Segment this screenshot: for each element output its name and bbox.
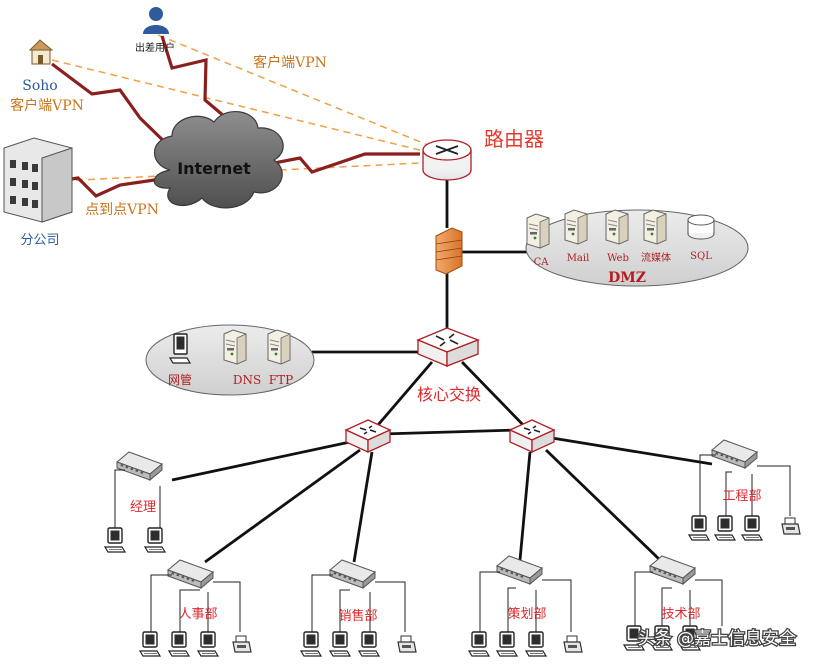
pc-icon bbox=[329, 631, 351, 657]
user-icon bbox=[143, 7, 169, 34]
internet-label: Internet bbox=[177, 159, 251, 178]
l3-switch-icon bbox=[509, 419, 555, 453]
backbone-links bbox=[171, 178, 713, 564]
dmz-mail-label: Mail bbox=[567, 253, 590, 264]
nms-label: 网管 bbox=[168, 372, 192, 387]
hr-group: 人事部 bbox=[139, 559, 252, 657]
core-switch-label: 核心交换 bbox=[417, 385, 481, 404]
pc-icon bbox=[688, 515, 710, 541]
client-vpn-left-label: 客户端VPN bbox=[10, 97, 84, 114]
printer-icon bbox=[563, 635, 583, 653]
pc-icon bbox=[197, 631, 219, 657]
sales-label: 销售部 bbox=[338, 608, 377, 624]
core-switch-node: 核心交换 bbox=[416, 327, 481, 404]
printer-icon bbox=[397, 635, 417, 653]
router-node: 路由器 bbox=[422, 127, 544, 181]
l3-switch-icon bbox=[345, 419, 391, 453]
server-icon bbox=[605, 209, 629, 245]
dmz-title: DMZ bbox=[608, 270, 646, 286]
manager-group: 经理 bbox=[104, 451, 166, 553]
hr-label: 人事部 bbox=[178, 607, 217, 622]
dmz-sql-label: SQL bbox=[690, 251, 712, 262]
building-icon bbox=[3, 137, 73, 223]
travel-user-label: 出差用户 bbox=[135, 41, 175, 54]
distribution-switch-left bbox=[345, 419, 391, 453]
access-switch-icon bbox=[496, 555, 543, 585]
access-switch-icon bbox=[329, 559, 376, 589]
server-icon bbox=[564, 209, 588, 245]
house-icon bbox=[28, 39, 54, 65]
dmz-ca-label: CA bbox=[534, 257, 550, 268]
printer-icon bbox=[781, 517, 801, 535]
wan-lightning-links bbox=[45, 35, 420, 198]
tech-label: 技术部 bbox=[661, 607, 700, 622]
dmz-mail-server: Mail bbox=[564, 209, 590, 264]
branch-office-node: 分公司 bbox=[3, 137, 73, 248]
engineering-group: 工程部 bbox=[688, 439, 801, 541]
core-switch-icon bbox=[416, 327, 480, 367]
pc-icon bbox=[714, 515, 736, 541]
soho-node: Soho 客户端VPN bbox=[10, 39, 84, 114]
server-mgmt-zone: 网管 DNS FTP bbox=[145, 324, 315, 396]
dmz-web-server: Web bbox=[605, 209, 629, 264]
pc-icon bbox=[358, 631, 380, 657]
distribution-switch-right bbox=[509, 419, 555, 453]
ftp-server: FTP bbox=[267, 329, 293, 387]
dns-label: DNS bbox=[233, 373, 261, 387]
pc-icon bbox=[168, 631, 190, 657]
pc-icon bbox=[300, 631, 322, 657]
dmz-zone: CA Mail Web 流媒体 SQL DMZ bbox=[525, 209, 749, 287]
dns-server: DNS bbox=[223, 329, 261, 387]
manager-label: 经理 bbox=[130, 500, 156, 515]
access-switch-icon bbox=[649, 555, 696, 585]
pc-icon bbox=[168, 333, 192, 364]
engineering-label: 工程部 bbox=[722, 489, 761, 504]
dmz-streaming-label: 流媒体 bbox=[641, 251, 671, 264]
travel-user-node: 出差用户 bbox=[135, 7, 175, 54]
sales-group: 销售部 bbox=[300, 559, 417, 657]
planning-label: 策划部 bbox=[507, 606, 546, 622]
server-icon bbox=[526, 213, 550, 249]
client-vpn-top-label: 客户端VPN bbox=[253, 54, 327, 71]
firewall-icon bbox=[435, 227, 463, 275]
pc-icon bbox=[741, 515, 763, 541]
watermark-text: 头条 @嘉士信息安全 bbox=[638, 629, 796, 649]
access-switch-icon bbox=[116, 451, 163, 481]
server-icon bbox=[223, 329, 247, 365]
internet-cloud: Internet bbox=[153, 110, 284, 209]
access-switch-icon bbox=[711, 439, 758, 469]
planning-group: 策划部 bbox=[468, 555, 583, 657]
pc-icon bbox=[139, 631, 161, 657]
vpn-dashed-links bbox=[39, 34, 441, 183]
dmz-ca-server: CA bbox=[526, 213, 550, 268]
database-icon bbox=[687, 214, 715, 240]
router-icon bbox=[422, 139, 472, 181]
watermark: 头条 @嘉士信息安全 bbox=[636, 628, 797, 651]
pc-icon bbox=[468, 631, 490, 657]
branch-label: 分公司 bbox=[20, 233, 59, 248]
printer-icon bbox=[232, 635, 252, 653]
access-switch-icon bbox=[167, 559, 214, 589]
server-icon bbox=[643, 209, 667, 245]
tech-group: 技术部 bbox=[623, 555, 723, 651]
nms-workstation: 网管 bbox=[168, 333, 192, 387]
dmz-sql-server: SQL bbox=[687, 214, 715, 262]
server-icon bbox=[267, 329, 291, 365]
pc-icon bbox=[525, 631, 547, 657]
pc-icon bbox=[104, 527, 126, 553]
pc-icon bbox=[496, 631, 518, 657]
dmz-web-label: Web bbox=[607, 253, 629, 264]
soho-label: Soho bbox=[22, 78, 57, 94]
p2p-vpn-label: 点到点VPN bbox=[85, 202, 159, 218]
router-label: 路由器 bbox=[484, 127, 544, 151]
pc-icon bbox=[144, 527, 166, 553]
ftp-label: FTP bbox=[269, 373, 293, 387]
dmz-streaming-server: 流媒体 bbox=[641, 209, 671, 264]
